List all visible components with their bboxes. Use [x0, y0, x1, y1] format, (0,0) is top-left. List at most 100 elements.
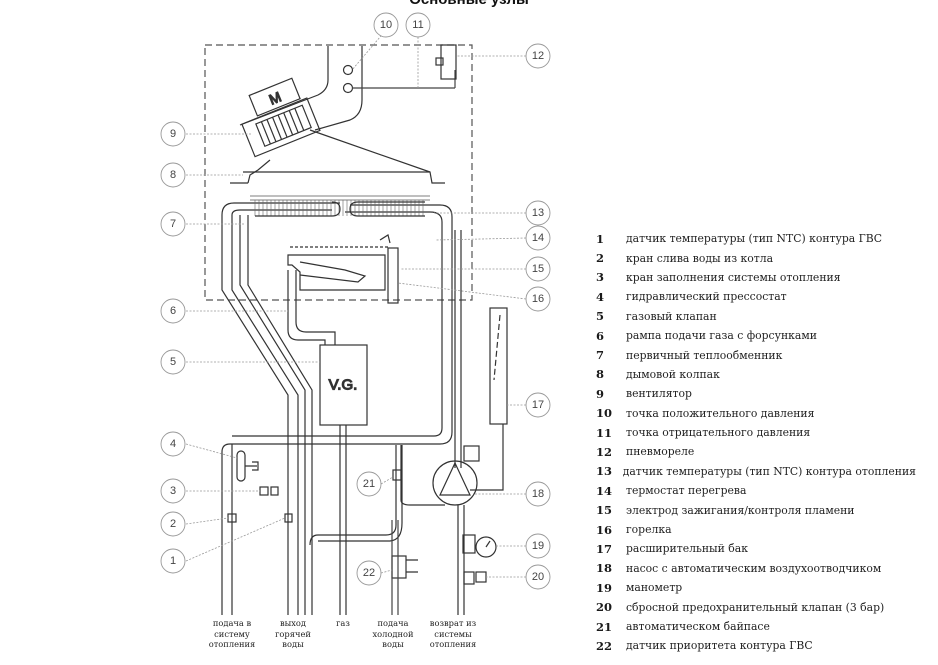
connection-label-line: отопления [208, 639, 256, 649]
legend-item: 3 кран заполнения системы отопления [596, 268, 916, 287]
legend-number: 14 [596, 483, 613, 498]
legend-item: 19 манометр [596, 578, 916, 597]
callout-number: 15 [532, 263, 544, 275]
callout-number: 17 [532, 399, 544, 411]
legend-item: 1 датчик температуры (тип NTC) контура ГВ… [596, 229, 916, 248]
callout-circle [525, 392, 551, 418]
negative-pressure-point [342, 82, 354, 94]
callout-number: 4 [170, 438, 176, 450]
callout-number: 2 [170, 518, 176, 530]
legend-number: 19 [596, 580, 613, 595]
callout-number: 12 [532, 50, 544, 62]
cold-water-pipe [309, 445, 403, 546]
callout-circle [160, 548, 186, 574]
callout-circle [356, 471, 382, 497]
legend-text: вентилятор [626, 387, 692, 401]
legend-text: точка положительного давления [626, 406, 815, 420]
legend-number: 5 [596, 309, 605, 324]
heating-flow-pipe [221, 215, 299, 615]
callout-number: 22 [363, 567, 375, 579]
legend-text: первичный теплообменник [626, 348, 783, 362]
callout-circle [525, 286, 551, 312]
legend-text: рампа подачи газа с форсунками [626, 329, 817, 343]
legend-text: манометр [626, 581, 683, 595]
callout-circle [405, 12, 431, 38]
legend-item: 17 расширительный бак [596, 539, 916, 558]
callout-number: 21 [363, 478, 375, 490]
callout-number: 7 [170, 218, 176, 230]
heating-return-pipe [221, 217, 453, 615]
legend-number: 11 [596, 425, 613, 440]
callout-number: 10 [380, 19, 392, 31]
callout-number: 6 [170, 305, 176, 317]
fill-valve-icon [259, 486, 269, 496]
legend-text: дымовой колпак [626, 367, 720, 381]
smoke-hood [230, 129, 445, 184]
legend-number: 16 [596, 522, 613, 537]
hot-water-pipe [239, 215, 313, 615]
legend-text: датчик температуры (тип NTC) контура ото… [622, 464, 916, 478]
legend-text: термостат перегрева [626, 484, 747, 498]
callout-number: 9 [170, 128, 176, 140]
legend: 1 датчик температуры (тип NTC) контура ГВ… [596, 229, 916, 656]
bypass-icon [392, 469, 402, 481]
sealed-chamber-outline [204, 44, 473, 301]
heat-exchanger-tubes [221, 202, 453, 223]
flue-duct [239, 46, 363, 131]
legend-text: электрод зажигания/контроля пламени [626, 503, 855, 517]
connection-label-line: подача в [212, 618, 252, 628]
callout-number: 19 [532, 540, 544, 552]
legend-item: 14 термостат перегрева [596, 481, 916, 500]
gas-manifold [287, 270, 336, 345]
callout-circle [525, 43, 551, 69]
legend-number: 2 [596, 251, 605, 266]
legend-number: 7 [596, 348, 605, 363]
callout-circle [160, 431, 186, 457]
air-pressure-switch-icon [440, 44, 457, 80]
gas-valve-label: V.G. [329, 377, 358, 394]
legend-number: 17 [596, 541, 613, 556]
legend-text: горелка [626, 523, 672, 537]
callout-circle [356, 560, 382, 586]
burner-icon [287, 234, 399, 304]
legend-text: расширительный бак [626, 542, 748, 556]
connection-label-line: выход [279, 618, 307, 628]
callout-number: 5 [170, 356, 176, 368]
legend-text: кран заполнения системы отопления [626, 270, 841, 284]
callout-circle [160, 349, 186, 375]
legend-text: автоматическом байпасе [626, 620, 770, 633]
legend-number: 1 [596, 231, 605, 246]
legend-number: 4 [596, 289, 605, 304]
safety-valve-icon [463, 571, 475, 585]
legend-item: 7 первичный теплообменник [596, 345, 916, 364]
connection-label-line: систему [214, 628, 250, 639]
callout-circle [525, 200, 551, 226]
connection-label-line: возврат из [429, 618, 477, 628]
callout-number: 18 [532, 488, 544, 500]
callout-number: 16 [532, 293, 544, 305]
connection-label-line: горячей [275, 628, 311, 639]
callout-circle [160, 511, 186, 537]
callout-circle [160, 162, 186, 188]
callout-number: 20 [532, 571, 544, 583]
dhw-ntc-sensor-icon [284, 513, 293, 523]
callout-circle [525, 564, 551, 590]
legend-number: 13 [596, 464, 613, 479]
legend-text: датчик температуры (тип NTC) контура ГВС [626, 232, 882, 246]
hydraulic-pressostat-icon [236, 450, 246, 482]
legend-number: 18 [596, 561, 613, 576]
callout-circle [373, 12, 399, 38]
legend-number: 3 [596, 270, 605, 285]
callout-number: 3 [170, 485, 176, 497]
callout-circle [160, 478, 186, 504]
